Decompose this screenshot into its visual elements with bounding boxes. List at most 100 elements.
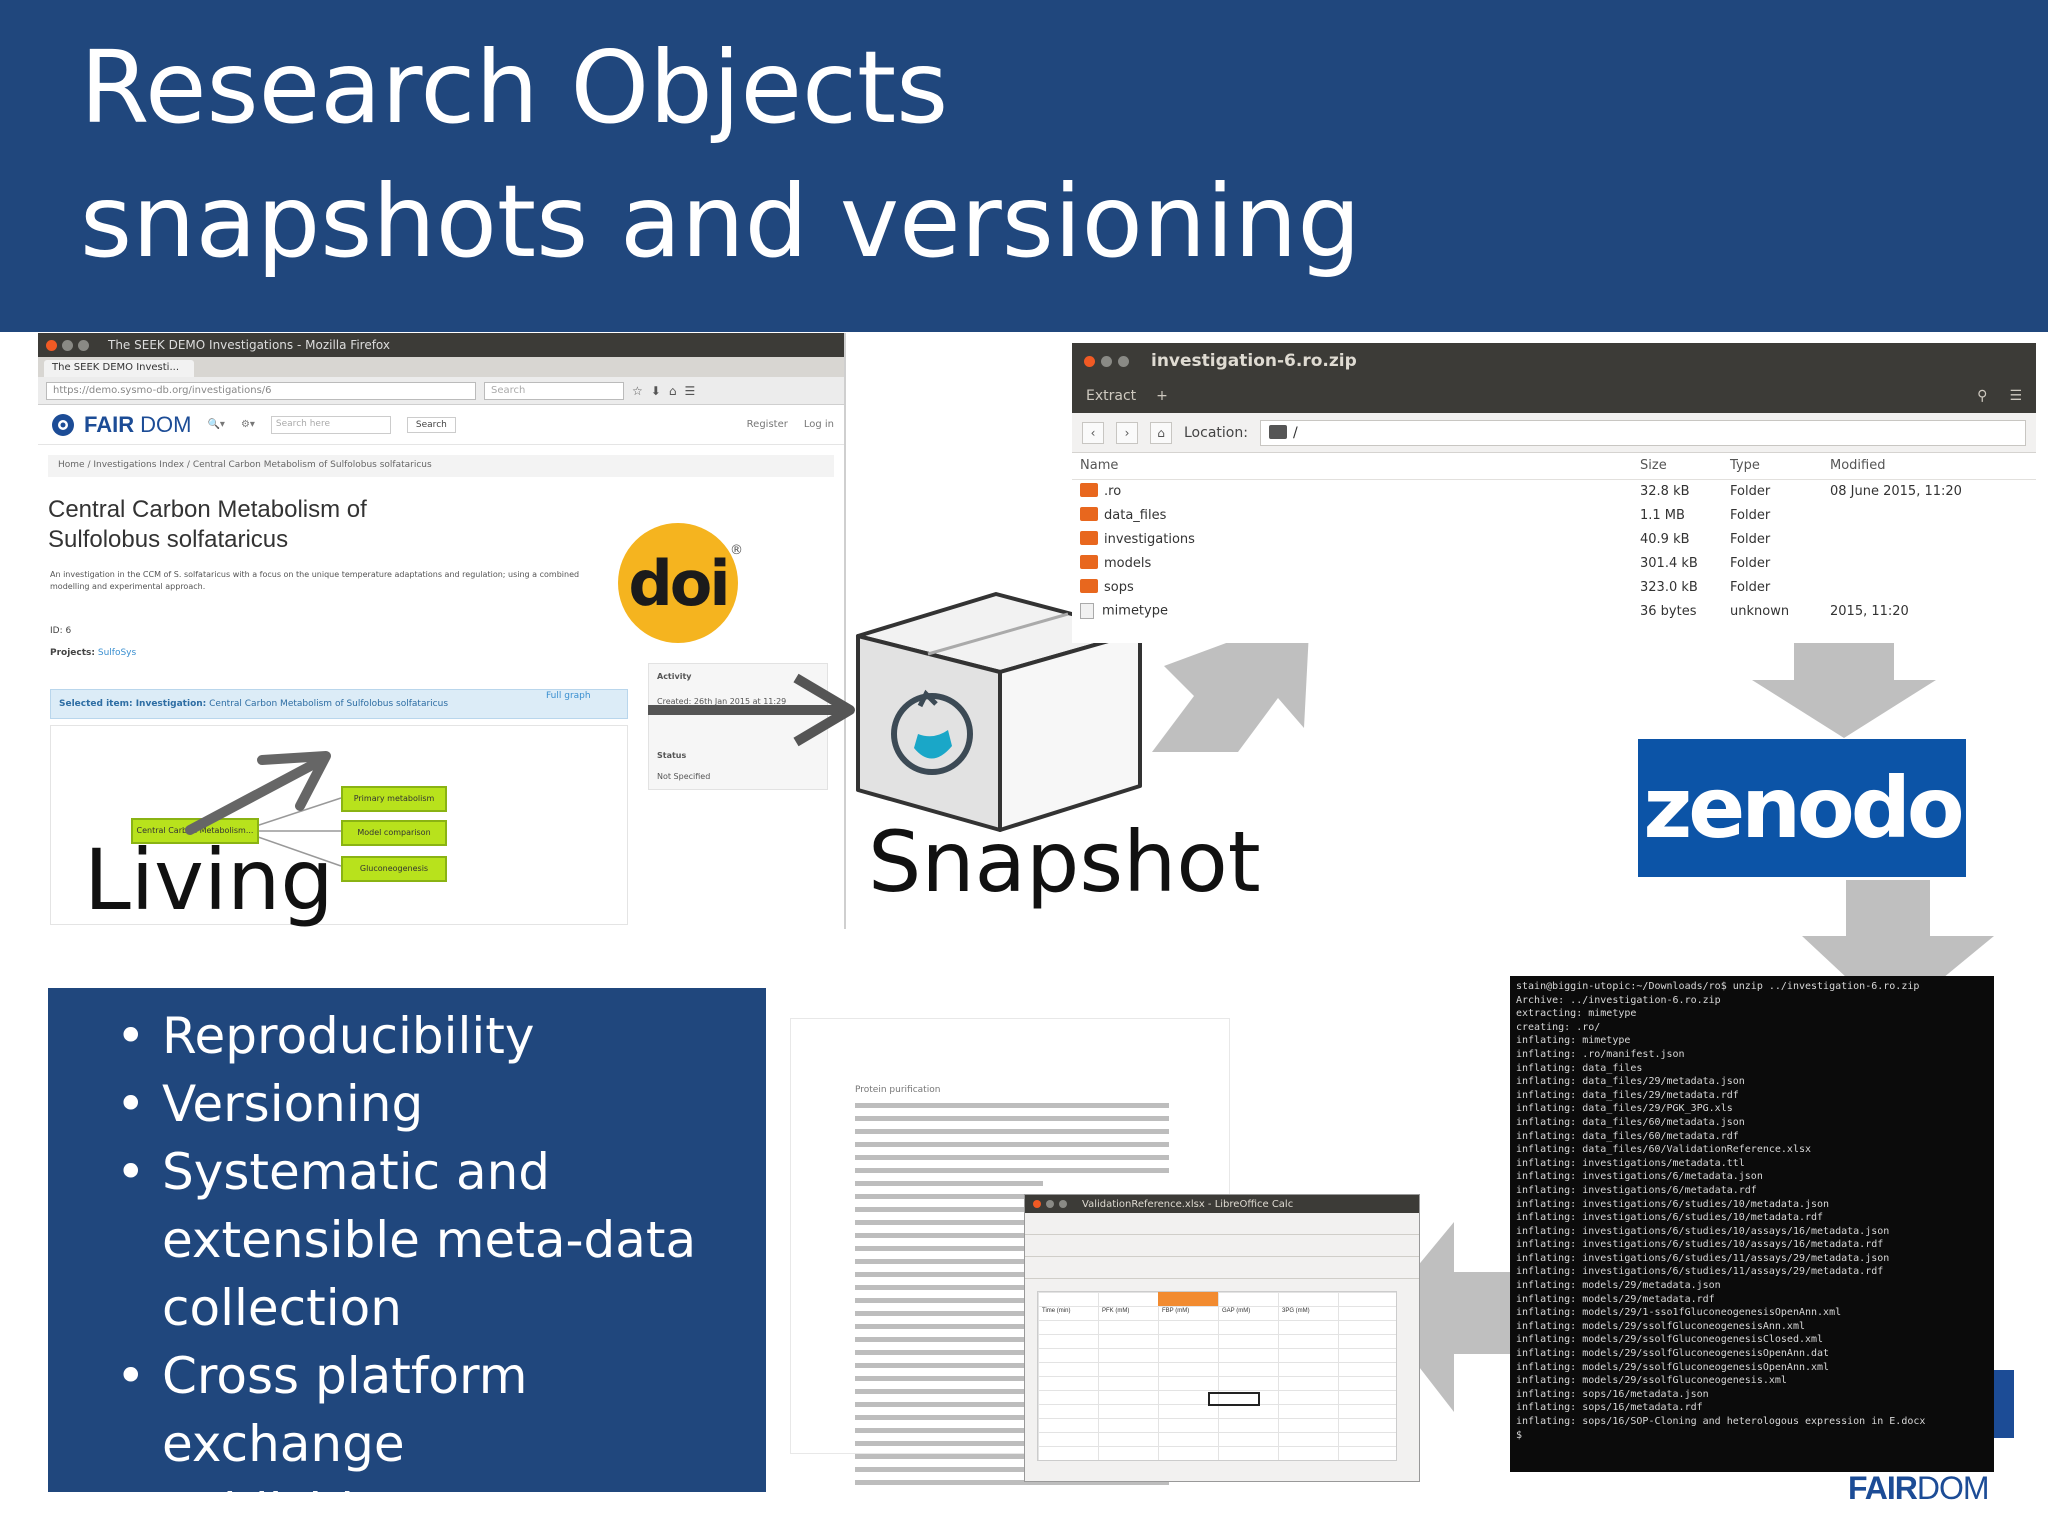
calc-formula-bar[interactable] (1025, 1257, 1419, 1279)
archive-row-name-cell[interactable]: sops (1072, 575, 1632, 599)
snapshot-label: Snapshot (868, 813, 1261, 911)
archive-menu-icon[interactable]: ☰ (2009, 388, 2022, 404)
archive-maximize-icon[interactable] (1118, 355, 1129, 367)
calc-header-cell[interactable]: PFK (mM) (1102, 1308, 1130, 1314)
bullet-item: Systematic and extensible meta-data coll… (68, 1138, 766, 1342)
archive-row-modified: 08 June 2015, 11:20 (1830, 483, 1962, 499)
created-text: Created: 26th Jan 2015 at 11:29 (657, 697, 787, 706)
calc-toolbar[interactable] (1025, 1213, 1419, 1235)
terminal-line: inflating: data_files/60/metadata.rdf (1516, 1130, 1739, 1142)
graph-node-study-1[interactable]: Primary metabolism (341, 786, 447, 812)
archive-row-modified (1822, 503, 2036, 527)
search-menu-icon[interactable]: 🔍▾ (207, 419, 225, 430)
archive-row-name-cell[interactable]: models (1072, 551, 1632, 575)
bookmark-star-icon[interactable]: ☆ (632, 383, 643, 398)
graph-node-study-3[interactable]: Gluconeogenesis (341, 856, 447, 882)
fairdom-logo-fair: FAIR (84, 411, 135, 437)
archive-row-name-cell[interactable]: data_files (1072, 503, 1632, 527)
calc-minimize-icon[interactable] (1046, 1200, 1054, 1208)
add-files-button[interactable]: + (1156, 388, 1168, 404)
extract-button[interactable]: Extract (1086, 388, 1137, 404)
full-graph-link[interactable]: Full graph (546, 691, 591, 701)
investigation-description: An investigation in the CCM of S. solfat… (50, 570, 580, 591)
maximize-window-icon[interactable] (78, 339, 89, 351)
register-link[interactable]: Register (746, 419, 788, 430)
archive-row-name-cell[interactable]: investigations (1072, 527, 1632, 551)
menu-icon[interactable]: ☰ (684, 383, 696, 398)
calc-header-cell[interactable]: GAP (mM) (1222, 1308, 1251, 1314)
paper-text-line (855, 1103, 1169, 1108)
archive-row-name: models (1104, 555, 1152, 571)
archive-home-icon[interactable]: ⌂ (1150, 421, 1172, 444)
terminal-line: inflating: investigations/6/metadata.jso… (1516, 1171, 1763, 1183)
location-input[interactable]: / (1259, 419, 2026, 446)
archive-row-size: 32.8 kB (1640, 483, 1690, 499)
fairdom-logo-icon (52, 413, 74, 436)
archive-row-name-cell[interactable]: mimetype (1072, 599, 1632, 623)
paper-text-line (855, 1298, 1169, 1303)
login-link[interactable]: Log in (803, 419, 834, 430)
calc-header-cell[interactable]: FBP (mM) (1162, 1308, 1190, 1314)
slide-title-line2: snapshots and versioning (80, 163, 1361, 280)
settings-menu-icon[interactable]: ⚙▾ (240, 419, 255, 430)
paper-text-line (855, 1168, 1169, 1173)
browser-search-field[interactable]: Search (484, 381, 624, 400)
url-field[interactable]: https://demo.sysmo-db.org/investigations… (46, 381, 476, 400)
forward-chevron-icon[interactable]: › (1116, 421, 1138, 444)
projects-row: Projects: SulfoSys (50, 648, 136, 658)
archive-minimize-icon[interactable] (1101, 355, 1112, 367)
calc-maximize-icon[interactable] (1059, 1200, 1067, 1208)
archive-row-size: 301.4 kB (1640, 555, 1698, 571)
archive-search-icon[interactable]: ⚲ (1977, 388, 1988, 404)
column-header-size[interactable]: Size (1632, 453, 1722, 480)
zenodo-logo-text: zenodo (1643, 759, 1964, 857)
terminal-line: $ (1516, 1429, 1523, 1441)
column-header-modified[interactable]: Modified (1822, 453, 2036, 480)
column-header-type[interactable]: Type (1722, 453, 1822, 480)
archive-row-name-cell[interactable]: .ro (1072, 479, 1632, 503)
archive-close-icon[interactable] (1084, 355, 1095, 367)
projects-link[interactable]: SulfoSys (97, 648, 137, 658)
paper-text-line (855, 1376, 1169, 1381)
investigation-title-line2: Sulfolobus solfataricus (48, 526, 289, 553)
calc-close-icon[interactable] (1033, 1200, 1041, 1208)
back-chevron-icon[interactable]: ‹ (1082, 421, 1104, 444)
paper-text-line (855, 1311, 1169, 1316)
selected-item-link[interactable]: Central Carbon Metabolism of Sulfolobus … (209, 699, 449, 709)
calc-sheet-grid[interactable]: Time (min) PFK (mM) FBP (mM) GAP (mM) 3PG (m… (1037, 1291, 1397, 1461)
seek-search-input[interactable]: Search here (270, 415, 391, 434)
minimize-window-icon[interactable] (62, 339, 73, 351)
seek-browser-screenshot: The SEEK DEMO Investigations - Mozilla F… (38, 333, 846, 929)
terminal-line: inflating: models/29/metadata.json (1516, 1280, 1721, 1292)
download-icon[interactable]: ⬇ (650, 383, 661, 398)
paper-heading: Protein purification (855, 1085, 941, 1095)
terminal-line: inflating: mimetype (1516, 1035, 1631, 1047)
graph-node-study-2[interactable]: Model comparison (341, 820, 447, 846)
root-folder-icon (1268, 424, 1287, 439)
paper-text-line (855, 1480, 1169, 1485)
breadcrumb[interactable]: Home / Investigations Index / Central Ca… (48, 455, 834, 477)
file-icon (1080, 603, 1094, 619)
column-header-name[interactable]: Name (1072, 453, 1632, 480)
folder-icon (1080, 483, 1098, 498)
bullet-item: Reproducibility (68, 1002, 766, 1070)
footer-logo-fair: FAIR (1848, 1470, 1918, 1506)
close-window-icon[interactable] (46, 339, 57, 351)
archive-row-type: Folder (1730, 531, 1771, 547)
calc-header-cell[interactable]: Time (min) (1042, 1308, 1071, 1314)
seek-search-button[interactable]: Search (406, 416, 456, 433)
calc-selected-cell[interactable] (1208, 1392, 1260, 1406)
calc-header-cell[interactable]: 3PG (mM) (1282, 1308, 1310, 1314)
calc-format-toolbar[interactable] (1025, 1235, 1419, 1257)
terminal-line: inflating: investigations/6/studies/11/a… (1516, 1266, 1884, 1278)
terminal-line: extracting: mimetype (1516, 1008, 1637, 1020)
browser-tab[interactable]: The SEEK DEMO Investi... (44, 360, 194, 377)
home-icon[interactable]: ⌂ (668, 383, 677, 398)
